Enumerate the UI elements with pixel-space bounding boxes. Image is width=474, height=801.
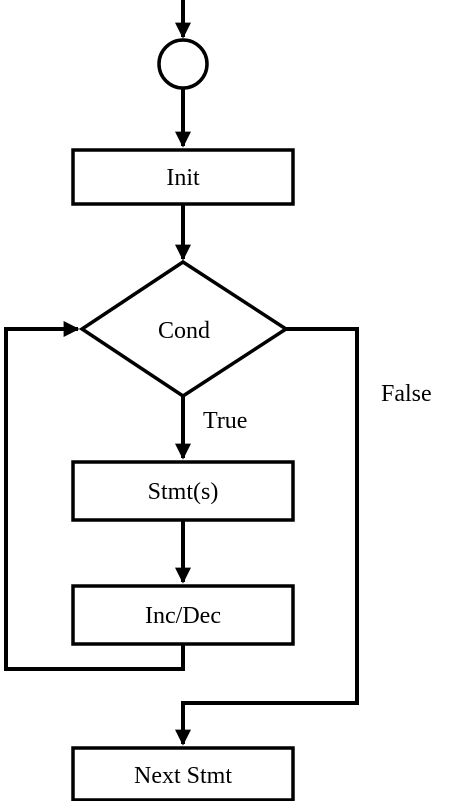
- incdec-box: [71, 584, 295, 646]
- init-box: [71, 148, 295, 206]
- next-stmt-label: Next Stmt: [134, 763, 232, 789]
- next-stmt-box: [71, 746, 295, 801]
- cond-label: Cond: [158, 318, 210, 344]
- incdec-label: Inc/Dec: [145, 603, 221, 629]
- loop-back-arrow: [4, 321, 185, 671]
- init-label: Init: [166, 165, 200, 191]
- stmts-box: [71, 460, 295, 522]
- true-label: True: [203, 408, 247, 434]
- false-label: False: [381, 381, 432, 407]
- stmts-label: Stmt(s): [148, 479, 219, 505]
- start-connector: [157, 38, 209, 90]
- false-branch-arrow: [175, 327, 359, 746]
